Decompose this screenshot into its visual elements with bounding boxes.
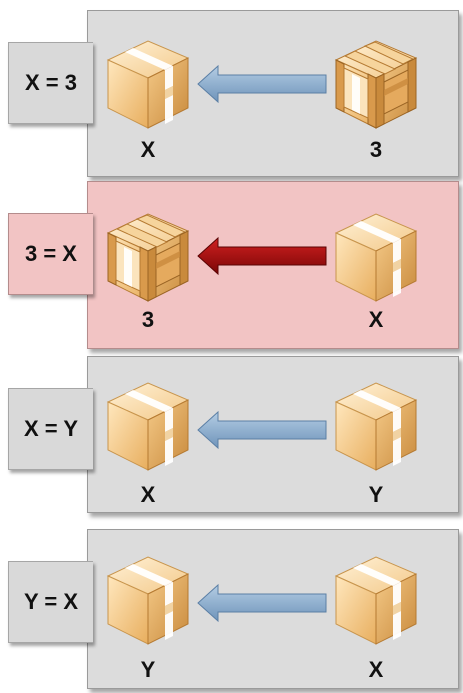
equation-label: X = 3 (25, 70, 77, 95)
left-arrow-icon (197, 64, 327, 104)
right-box-label: X (368, 657, 384, 682)
closed-box-icon (103, 380, 193, 472)
crate-icon (331, 38, 421, 130)
left-arrow-icon (197, 583, 327, 623)
equation-tab-4: Y = X (8, 561, 93, 643)
left-arrow-icon (197, 410, 327, 450)
closed-box-icon (331, 380, 421, 472)
left-arrow-icon (197, 236, 327, 276)
left-box-label: X (140, 482, 156, 507)
equation-tab-1: X = 3 (8, 42, 93, 124)
right-box-label: Y (368, 482, 384, 507)
closed-box-icon (103, 554, 193, 646)
crate-icon (103, 211, 193, 303)
closed-box-icon (331, 211, 421, 303)
left-box-label: Y (140, 657, 156, 682)
left-box-label: X (140, 137, 156, 162)
closed-box-icon (103, 38, 193, 130)
closed-box-icon (331, 554, 421, 646)
left-box-label: 3 (141, 307, 155, 332)
right-box-label: 3 (369, 137, 383, 162)
equation-label: 3 = X (25, 241, 77, 266)
equation-tab-2: 3 = X (8, 213, 93, 295)
right-box-label: X (368, 307, 384, 332)
equation-label: Y = X (23, 589, 79, 614)
equation-label: X = Y (23, 416, 79, 441)
equation-tab-3: X = Y (8, 388, 93, 470)
